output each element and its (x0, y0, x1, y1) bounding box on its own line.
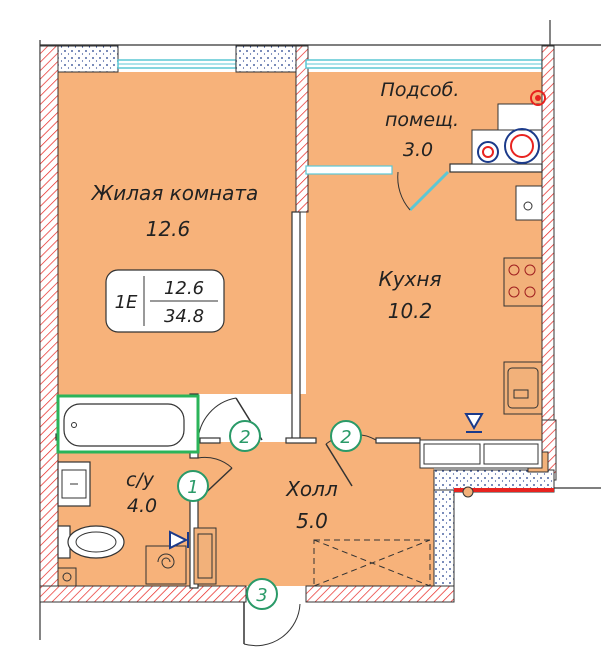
apartment-tag: 1Е 12.6 34.8 (105, 269, 225, 333)
bathroom-appliances (145, 527, 217, 585)
bathroom-name: с/у (126, 469, 155, 491)
kitchen-name: Кухня (379, 267, 442, 291)
apartment-type: 1Е (115, 292, 138, 313)
apartment-total-area: 34.8 (164, 306, 204, 327)
door-marker-4-label: 3 (256, 585, 267, 606)
door-marker-3-label: 1 (187, 477, 198, 498)
door-marker-2: 2 (330, 420, 362, 452)
sink (57, 461, 91, 507)
hall-name: Холл (285, 477, 338, 501)
utility-door (397, 170, 450, 212)
door-marker-1-label: 2 (239, 427, 250, 448)
door-marker-3: 1 (177, 470, 209, 502)
living-room-area: 12.6 (146, 217, 191, 241)
utility-room-area: 3.0 (403, 139, 433, 161)
hall-area: 5.0 (296, 509, 328, 533)
utility-room-name-line2: помещ. (385, 109, 459, 131)
door-marker-4: 3 (246, 578, 278, 610)
kitchen-appliances (419, 185, 543, 469)
right-wall (433, 419, 557, 601)
bottom-wall (39, 585, 455, 603)
top-wall (39, 45, 555, 588)
toilet (57, 525, 125, 559)
kitchen-area: 10.2 (388, 299, 433, 323)
hall-floor-extra (300, 394, 420, 454)
utility-room-name-line1: Подсоб. (381, 79, 460, 101)
boiler-equipment (471, 90, 546, 165)
living-room-floor (58, 72, 296, 394)
living-room-name: Жилая комната (90, 181, 259, 205)
bathtub (56, 394, 200, 454)
apartment-living-area: 12.6 (164, 278, 204, 299)
door-marker-2-label: 2 (340, 427, 351, 448)
bathroom-area: 4.0 (127, 495, 157, 517)
door-marker-1: 2 (229, 420, 261, 452)
hall-closet (313, 539, 431, 587)
